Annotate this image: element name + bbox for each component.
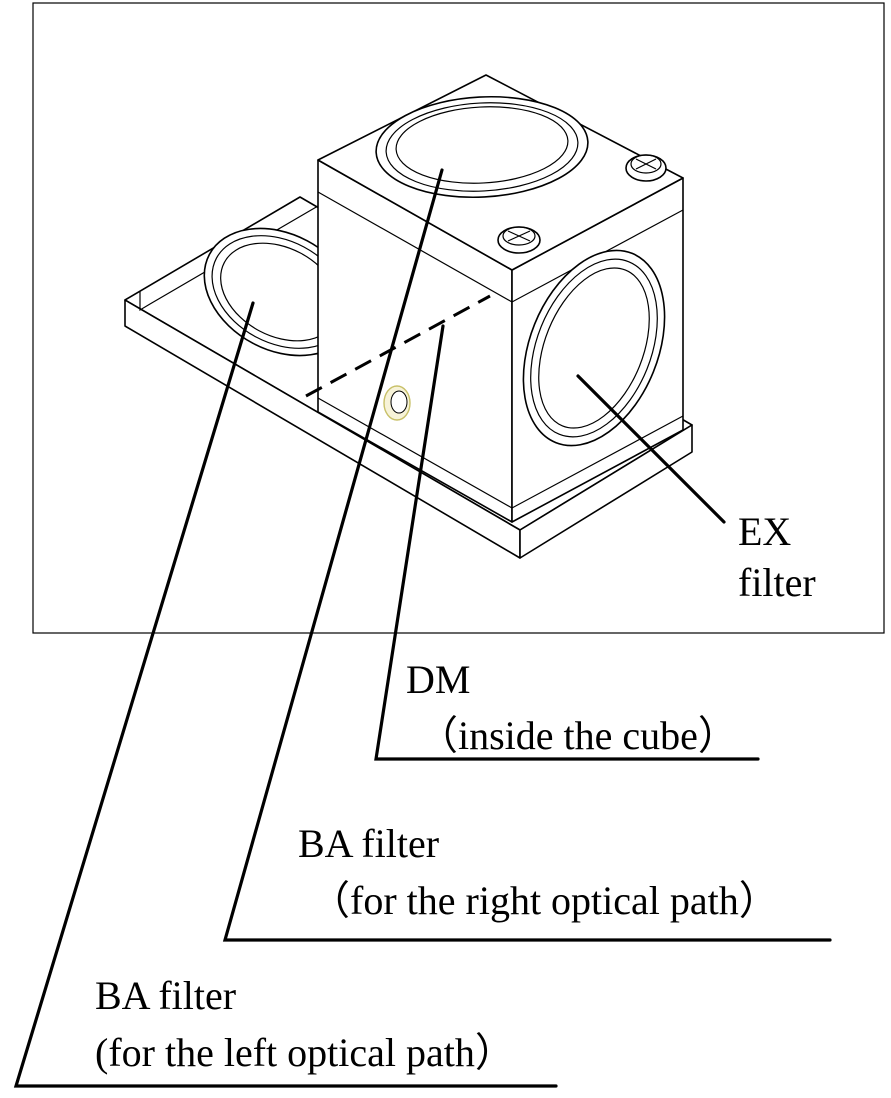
dm-label-line1: DM — [406, 657, 470, 702]
side-hole — [383, 385, 411, 421]
screw-right — [625, 154, 667, 182]
ba-right-label-line2: （for the right optical path） — [310, 878, 779, 923]
ba-left-label-line1: BA filter — [95, 973, 236, 1018]
ba-left-label-line2: (for the left optical path） — [95, 1030, 515, 1075]
ba-left-leader — [13, 301, 558, 1088]
ex-filter-leader — [576, 374, 726, 524]
drawing-frame — [32, 2, 885, 634]
dm-label-line2: （inside the cube） — [418, 713, 738, 758]
ex-filter-label-line1: EX — [738, 509, 791, 554]
dm-leader — [374, 324, 760, 761]
ba-right-leader — [222, 168, 832, 942]
top-ring — [375, 95, 589, 199]
dm-dashed-line — [305, 294, 491, 398]
ex-filter-ring — [522, 249, 666, 447]
ba-right-label-line1: BA filter — [298, 821, 439, 866]
ex-filter-label-line2: filter — [738, 560, 816, 605]
screw-left — [497, 226, 541, 254]
